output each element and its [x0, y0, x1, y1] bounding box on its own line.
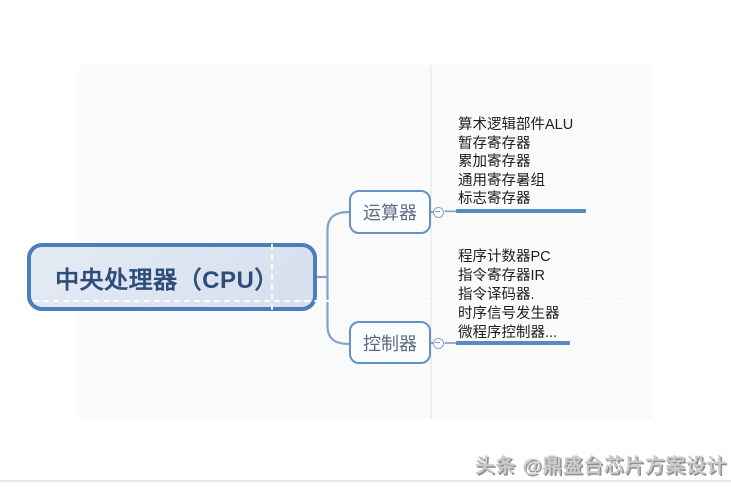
arithmetic-unit-components-list[interactable]: 算术逻辑部件ALU 暂存寄存器 累加寄存器 通用寄存暑组 标志寄存器 — [458, 116, 573, 209]
root-topic-cpu[interactable]: 中央处理器（CPU） — [27, 243, 317, 311]
list-item: 指令译码器. — [458, 287, 535, 303]
list-item: 指令寄存器IR — [458, 268, 545, 284]
list-item: 微程序控制器... — [458, 325, 558, 341]
list-item: 累加寄存器 — [458, 154, 531, 171]
minus-glyph — [435, 210, 441, 213]
control-unit-components-list[interactable]: 程序计数器PC 指令寄存器IR 指令译码器. 时序信号发生器 微程序控制器... — [458, 248, 560, 343]
list-item: 算术逻辑部件ALU — [458, 117, 574, 133]
list-item: 程序计数器PC — [458, 249, 551, 265]
list-item: 标志寄存器 — [458, 191, 531, 208]
branch-topic-control-unit[interactable]: 控制器 — [349, 321, 431, 364]
collapse-toggle-minus-icon[interactable] — [433, 206, 444, 218]
child-topic-underline — [456, 340, 570, 346]
list-item: 暂存寄存器 — [458, 135, 531, 152]
minus-glyph — [435, 341, 441, 344]
branch-topic-label: 控制器 — [363, 333, 417, 354]
branch-topic-arithmetic-unit[interactable]: 运算器 — [349, 190, 431, 234]
list-item: 时序信号发生器 — [458, 306, 560, 322]
root-topic-label: 中央处理器（CPU） — [55, 266, 279, 294]
collapse-toggle-minus-icon[interactable] — [433, 337, 444, 349]
child-topic-underline — [456, 209, 586, 214]
branch-topic-label: 运算器 — [363, 203, 417, 223]
alignment-guide-vertical-dashed — [271, 65, 273, 419]
bottom-divider — [0, 480, 731, 482]
grid-guide-line-vertical — [430, 65, 432, 419]
alignment-guide-horizontal-dashed — [33, 300, 652, 302]
list-item: 通用寄存暑组 — [458, 172, 545, 189]
toutiao-watermark: 头条 @鼎盛台芯片方案设计 — [475, 455, 727, 477]
